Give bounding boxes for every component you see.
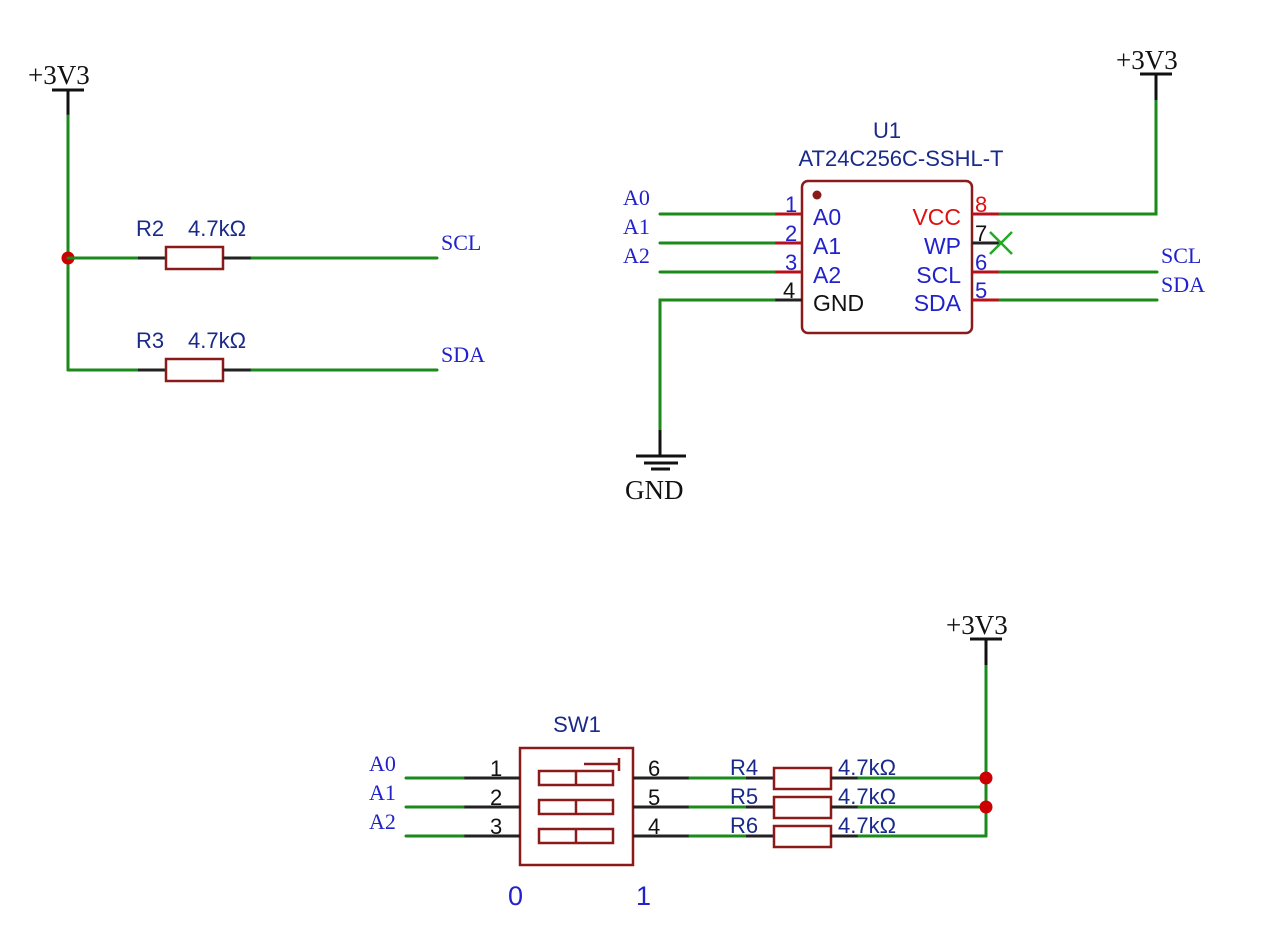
pin1-marker-icon bbox=[812, 190, 822, 200]
sw1-pin6-number: 6 bbox=[648, 756, 660, 781]
wire-u1-vcc[interactable] bbox=[998, 98, 1158, 216]
r4-value: 4.7kΩ bbox=[838, 755, 896, 780]
r6-ref: R6 bbox=[730, 813, 758, 838]
u1-pin6-number: 6 bbox=[975, 250, 987, 275]
r2-value: 4.7kΩ bbox=[188, 216, 246, 241]
sw1-pin3-number: 3 bbox=[490, 814, 502, 839]
resistor-r2[interactable]: R2 4.7kΩ bbox=[136, 216, 252, 271]
u1-pin8-name: VCC bbox=[912, 204, 961, 230]
u1-pin2-number: 2 bbox=[785, 221, 797, 246]
pullup-block: +3V3 R2 4.7kΩ SCL R3 4.7kΩ SDA bbox=[28, 60, 485, 383]
u1-pin3-number: 3 bbox=[785, 250, 797, 275]
power-symbol-3v3-left[interactable]: +3V3 bbox=[28, 60, 90, 116]
junction-dot bbox=[979, 771, 993, 785]
u1-pin5-name: SDA bbox=[914, 290, 962, 316]
resistor-r6[interactable]: R6 4.7kΩ bbox=[730, 813, 896, 849]
r5-ref: R5 bbox=[730, 784, 758, 809]
resistor-r3[interactable]: R3 4.7kΩ bbox=[136, 328, 252, 383]
u1-body bbox=[800, 179, 974, 335]
sw1-pin4-number: 4 bbox=[648, 814, 660, 839]
net-label-sw1-a2[interactable]: A2 bbox=[369, 809, 396, 834]
resistor-r4[interactable]: R4 4.7kΩ bbox=[730, 755, 896, 791]
switch-state-off-label: 0 bbox=[508, 881, 523, 911]
r3-ref: R3 bbox=[136, 328, 164, 353]
u1-pin6-name: SCL bbox=[916, 262, 961, 288]
r2-ref: R2 bbox=[136, 216, 164, 241]
net-label-scl-left[interactable]: SCL bbox=[441, 230, 481, 255]
r5-value: 4.7kΩ bbox=[838, 784, 896, 809]
dip-switch-sw1[interactable]: 1 2 3 6 5 4 bbox=[463, 746, 690, 867]
net-label-u1-a1[interactable]: A1 bbox=[623, 214, 650, 239]
sw1-pin2-number: 2 bbox=[490, 785, 502, 810]
address-switch-block: SW1 1 2 3 6 5 4 0 bbox=[369, 610, 1008, 911]
sw1-pin5-number: 5 bbox=[648, 785, 660, 810]
u1-pin1-number: 1 bbox=[785, 192, 797, 217]
u1-ref: U1 bbox=[873, 118, 901, 143]
wire-u1-gnd[interactable] bbox=[658, 298, 776, 432]
junction-dot bbox=[979, 800, 993, 814]
u1-pin4-number: 4 bbox=[783, 278, 795, 303]
resistor-r5[interactable]: R5 4.7kΩ bbox=[730, 784, 896, 820]
net-label-sw1-a0[interactable]: A0 bbox=[369, 751, 396, 776]
r2-body bbox=[164, 245, 225, 271]
r3-body bbox=[164, 357, 225, 383]
sw1-pin1-number: 1 bbox=[490, 756, 502, 781]
r6-body bbox=[772, 824, 833, 849]
u1-pin8-number: 8 bbox=[975, 192, 987, 217]
switch-state-on-label: 1 bbox=[636, 881, 651, 911]
u1-pin2-name: A1 bbox=[813, 233, 841, 259]
power-label-3v3-u1: +3V3 bbox=[1116, 45, 1178, 75]
net-label-u1-a2[interactable]: A2 bbox=[623, 243, 650, 268]
u1-pin1-name: A0 bbox=[813, 204, 841, 230]
u1-part-number: AT24C256C-SSHL-T bbox=[799, 146, 1004, 171]
power-label-3v3-switch: +3V3 bbox=[946, 610, 1008, 640]
no-connect-icon bbox=[989, 231, 1013, 255]
gnd-label: GND bbox=[625, 475, 684, 505]
net-label-u1-a0[interactable]: A0 bbox=[623, 185, 650, 210]
r4-ref: R4 bbox=[730, 755, 758, 780]
r4-body bbox=[772, 766, 833, 791]
net-label-u1-scl[interactable]: SCL bbox=[1161, 243, 1201, 268]
r6-value: 4.7kΩ bbox=[838, 813, 896, 838]
eeprom-u1-block: U1 AT24C256C-SSHL-T 1 2 3 4 A0 A1 A2 GND… bbox=[623, 45, 1205, 505]
r3-value: 4.7kΩ bbox=[188, 328, 246, 353]
u1-pin5-number: 5 bbox=[975, 278, 987, 303]
r5-body bbox=[772, 795, 833, 820]
power-symbol-3v3-u1[interactable]: +3V3 bbox=[1116, 45, 1178, 100]
u1-pin4-name: GND bbox=[813, 290, 864, 316]
u1-pin3-name: A2 bbox=[813, 262, 841, 288]
u1-chip[interactable]: 1 2 3 4 A0 A1 A2 GND 8 7 6 5 VCC WP SCL … bbox=[774, 179, 1000, 335]
net-label-u1-sda[interactable]: SDA bbox=[1161, 272, 1205, 297]
net-label-sda-left[interactable]: SDA bbox=[441, 342, 485, 367]
u1-pin7-name: WP bbox=[924, 233, 961, 259]
power-label-3v3-left: +3V3 bbox=[28, 60, 90, 90]
ground-symbol[interactable]: GND bbox=[625, 430, 686, 505]
u1-pin7-number: 7 bbox=[975, 221, 987, 246]
net-label-sw1-a1[interactable]: A1 bbox=[369, 780, 396, 805]
sw1-ref: SW1 bbox=[553, 712, 601, 737]
power-symbol-3v3-switch[interactable]: +3V3 bbox=[946, 610, 1008, 665]
